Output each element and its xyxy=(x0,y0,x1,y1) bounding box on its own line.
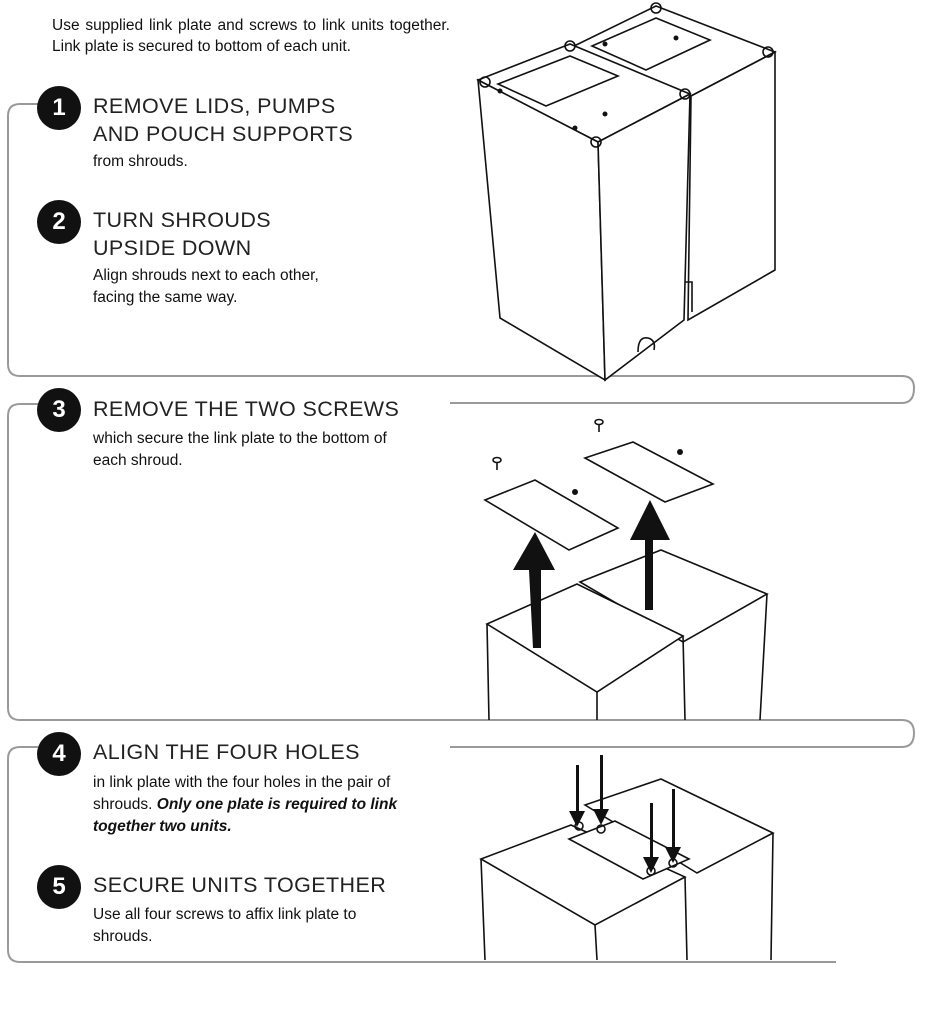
screw-icon xyxy=(492,456,502,470)
up-arrow-icon xyxy=(513,532,555,648)
step-4-body-emphasis: Only one plate is required to link toget… xyxy=(93,796,398,835)
step-5-title: SECURE UNITS TOGETHER xyxy=(93,873,387,897)
step-1-badge: 1 xyxy=(37,86,81,130)
up-arrow-icon xyxy=(630,500,670,610)
step-4-body-text: in link plate with the four holes in the… xyxy=(93,774,391,813)
step-3-title: REMOVE THE TWO SCREWS xyxy=(93,397,400,421)
step-4-badge: 4 xyxy=(37,732,81,776)
frame-section-1 xyxy=(7,103,916,404)
align-holes-illustration xyxy=(479,755,775,961)
down-arrow-icon xyxy=(665,789,681,863)
step-1-body: from shrouds. xyxy=(93,153,188,170)
step-4-title: ALIGN THE FOUR HOLES xyxy=(93,740,360,764)
step-1-title: REMOVE LIDS, PUMPS AND POUCH SUPPORTS xyxy=(93,94,354,146)
step-5-badge: 5 xyxy=(37,865,81,909)
step-3-badge: 3 xyxy=(37,388,81,432)
step-2-body: Align shrouds next to each other, facing… xyxy=(93,267,319,306)
step-2-badge: 2 xyxy=(37,200,81,244)
down-arrow-icon xyxy=(643,803,659,873)
shrouds-upside-down-illustration xyxy=(476,2,777,382)
down-arrow-icon xyxy=(593,755,609,825)
screw-icon xyxy=(594,418,604,432)
frame-section-3 xyxy=(7,746,836,963)
step-3-body: which secure the link plate to the botto… xyxy=(93,430,387,469)
step-4-body: in link plate with the four holes in the… xyxy=(93,772,428,838)
step-2-title: TURN SHROUDS UPSIDE DOWN xyxy=(93,208,271,260)
remove-screws-illustration xyxy=(483,418,769,721)
frame-section-2 xyxy=(7,403,916,748)
step-5-body: Use all four screws to affix link plate … xyxy=(93,906,357,945)
down-arrow-icon xyxy=(569,765,585,827)
intro-text: Use supplied link plate and screws to li… xyxy=(52,17,450,55)
